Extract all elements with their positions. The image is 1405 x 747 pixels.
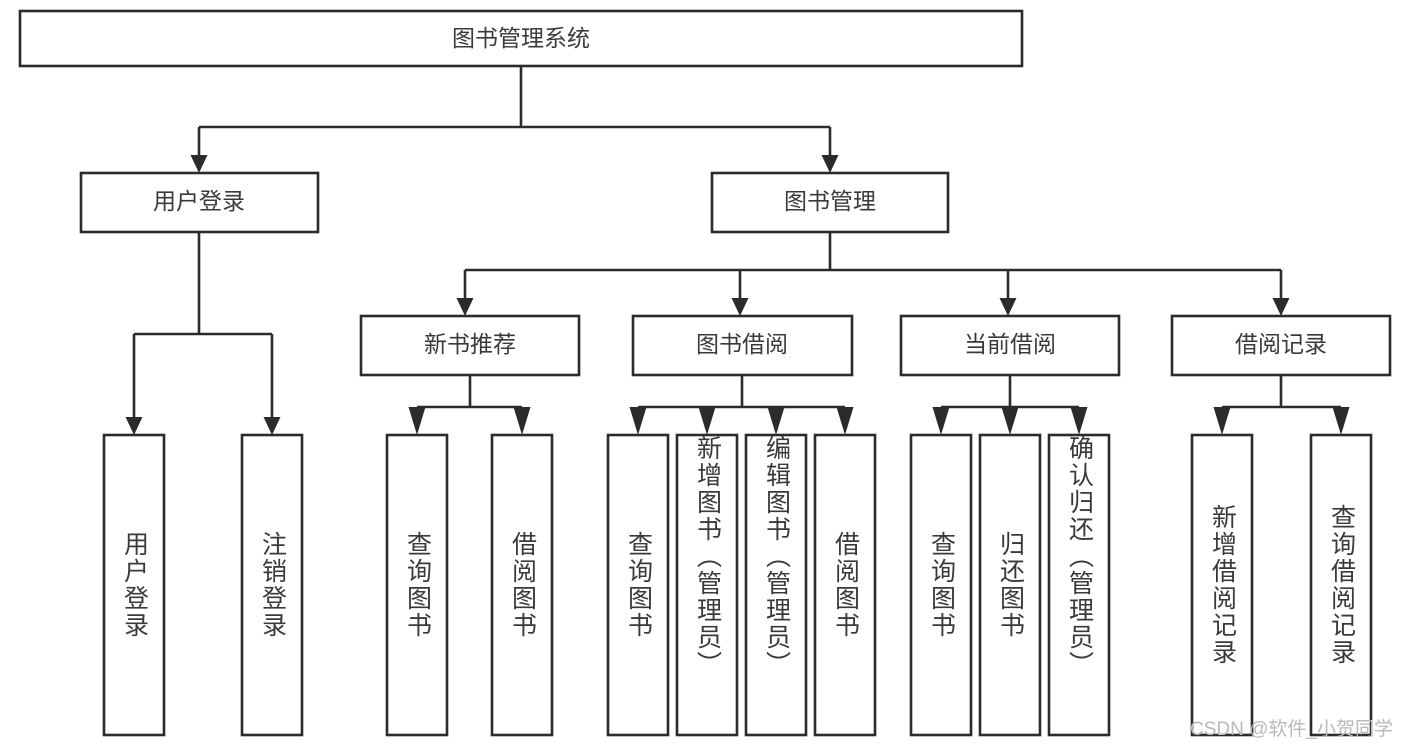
node-current-borrow-box[interactable] [899, 314, 1121, 377]
node-root-label: 图书管理系统 [452, 25, 590, 51]
node-borrow-record-box[interactable] [1170, 314, 1392, 377]
arrowhead-bookborrow-leaf-2 [698, 407, 716, 435]
arrowhead-newbook-leaf-1 [408, 407, 426, 435]
node-book-borrow-label: 图书借阅 [696, 331, 788, 357]
leaf-group-current-borrow [909, 433, 1111, 737]
node-current-borrow-label: 当前借阅 [964, 331, 1056, 357]
connector-group-user-login [125, 232, 281, 435]
leaf-group-book-borrow [606, 433, 877, 737]
leaf-box-current-borrow-2[interactable] [978, 433, 1042, 737]
leaf-box-current-borrow-1[interactable] [909, 433, 973, 737]
arrowhead-bookmgmt-child-3 [999, 298, 1017, 316]
arrowhead-currentborrow-leaf-2 [1001, 407, 1019, 435]
node-current-borrow[interactable]: 当前借阅 [899, 314, 1121, 377]
node-book-borrow[interactable]: 图书借阅 [631, 314, 854, 377]
arrowhead-bookborrow-leaf-3 [767, 407, 785, 435]
node-book-management-label: 图书管理 [784, 188, 876, 214]
node-book-management-box[interactable] [710, 171, 950, 234]
arrowhead-bookborrow-leaf-1 [629, 407, 647, 435]
connector-group-new-book [408, 375, 531, 435]
node-user-login-label: 用户登录 [153, 188, 245, 214]
arrowhead-borrowrecord-leaf-2 [1332, 407, 1350, 435]
leaf-box-book-borrow-1[interactable] [606, 433, 670, 737]
leaf-box-book-borrow-3[interactable] [744, 433, 808, 737]
arrowhead-bookmgmt-child-2 [731, 298, 749, 316]
arrowhead-login-leaf-2 [263, 417, 281, 435]
arrowhead-borrowrecord-leaf-1 [1213, 407, 1231, 435]
arrowhead-root-to-login [190, 155, 208, 173]
leaf-box-new-book-1[interactable] [385, 433, 449, 737]
connector-group-root [190, 66, 839, 173]
node-book-borrow-box[interactable] [631, 314, 854, 377]
arrowhead-root-to-bookmgmt [821, 155, 839, 173]
leaf-box-current-borrow-3[interactable] [1047, 433, 1111, 737]
leaf-box-borrow-record-2[interactable] [1309, 433, 1373, 737]
node-borrow-record-label: 借阅记录 [1235, 331, 1327, 357]
leaf-group-new-book-recommend [385, 433, 554, 737]
arrowhead-bookborrow-leaf-4 [836, 407, 854, 435]
leaf-box-user-login-1[interactable] [102, 433, 166, 737]
arrowhead-bookmgmt-child-4 [1272, 298, 1290, 316]
connector-group-book-borrow [629, 375, 854, 435]
node-borrow-record[interactable]: 借阅记录 [1170, 314, 1392, 377]
arrowhead-bookmgmt-child-1 [456, 298, 474, 316]
leaf-group-user-login [102, 433, 304, 737]
arrowhead-newbook-leaf-2 [513, 407, 531, 435]
leaf-group-borrow-record [1190, 433, 1373, 737]
watermark-text: CSDN @软件_小贺同学 [1190, 719, 1393, 740]
connector-group-borrow-record [1213, 375, 1350, 435]
connector-group-current-borrow [932, 375, 1088, 435]
node-book-management[interactable]: 图书管理 [710, 171, 950, 234]
node-user-login[interactable]: 用户登录 [79, 171, 320, 234]
node-new-book-recommend[interactable]: 新书推荐 [359, 314, 581, 377]
leaf-box-book-borrow-4[interactable] [813, 433, 877, 737]
arrowhead-currentborrow-leaf-3 [1070, 407, 1088, 435]
arrowhead-login-leaf-1 [125, 417, 143, 435]
leaf-box-borrow-record-1[interactable] [1190, 433, 1254, 737]
leaf-box-user-login-2[interactable] [240, 433, 304, 737]
node-user-login-box[interactable] [79, 171, 320, 234]
leaf-box-new-book-2[interactable] [490, 433, 554, 737]
node-root[interactable]: 图书管理系统 [18, 9, 1024, 68]
node-new-book-recommend-box[interactable] [359, 314, 581, 377]
leaf-box-book-borrow-2[interactable] [675, 433, 739, 737]
node-root-box[interactable] [18, 9, 1024, 68]
node-new-book-recommend-label: 新书推荐 [424, 331, 516, 357]
arrowhead-currentborrow-leaf-1 [932, 407, 950, 435]
connector-group-book-mgmt [456, 232, 1290, 316]
